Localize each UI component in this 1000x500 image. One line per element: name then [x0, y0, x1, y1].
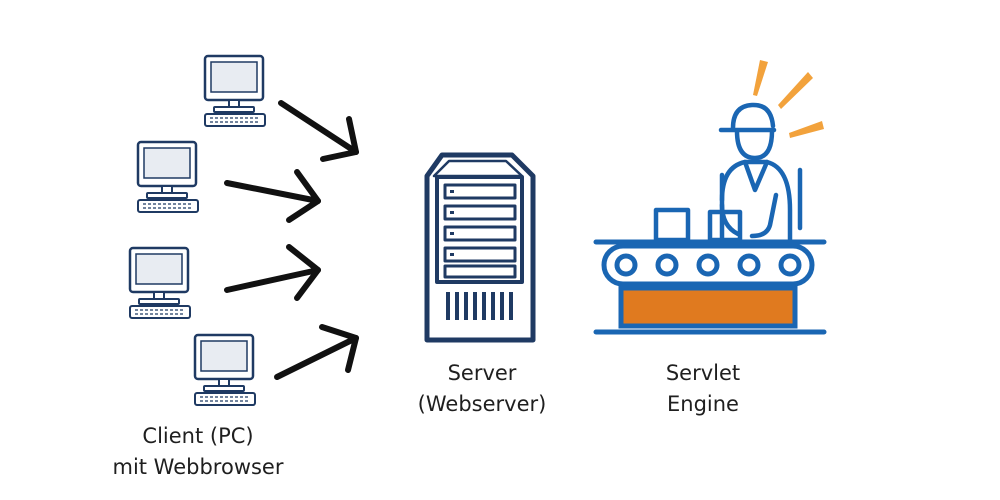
arrow-right-icon-4 [274, 324, 359, 380]
server-tower-icon [424, 152, 536, 343]
spark-icon [753, 60, 824, 138]
client-label-line2: mit Webbrowser [112, 455, 284, 479]
client-pc-icon-1 [203, 54, 267, 128]
arrow-right-icon-3 [224, 244, 321, 301]
server-label-line1: Server [447, 361, 517, 385]
arrow-right-icon-1 [278, 100, 359, 162]
client-pc-icon-3 [128, 246, 192, 320]
server-label-line2: (Webserver) [417, 392, 547, 416]
arrow-right-icon-2 [224, 169, 321, 223]
servlet-engine-label: Servlet Engine [603, 358, 803, 420]
worker-conveyor-belt-icon [593, 60, 827, 335]
servlet-engine-label-line2: Engine [667, 392, 739, 416]
server-label: Server (Webserver) [382, 358, 582, 420]
servlet-engine-label-line1: Servlet [665, 361, 741, 385]
client-label-line1: Client (PC) [142, 424, 254, 448]
client-pc-icon-4 [193, 333, 257, 407]
client-pc-icon-2 [136, 140, 200, 214]
client-label: Client (PC) mit Webbrowser [98, 421, 298, 483]
